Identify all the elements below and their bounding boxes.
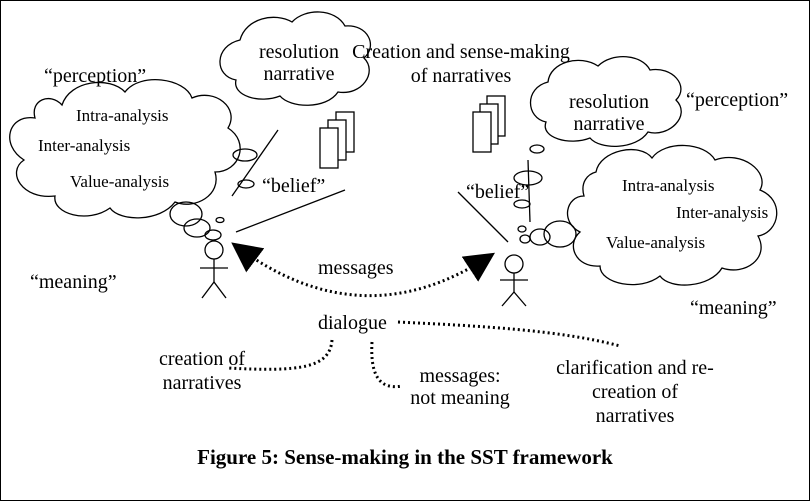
left-divider-line-1	[231, 129, 279, 197]
right-document-1	[472, 111, 492, 153]
right-resolution-label-1: resolution	[569, 91, 649, 113]
right-intra-analysis: Intra-analysis	[622, 176, 715, 195]
figure-caption: Figure 5: Sense-making in the SST framew…	[197, 445, 613, 469]
messages-arrow	[231, 242, 496, 298]
right-resolution-label-2: narrative	[573, 113, 645, 135]
right-resolution-cloud	[530, 55, 682, 148]
left-perception-label: “perception”	[44, 65, 147, 87]
right-divider-line-2	[527, 159, 531, 223]
right-meaning-label: “meaning”	[690, 297, 777, 319]
left-thought-bubble-5	[237, 179, 255, 189]
right-perception-label: “perception”	[686, 89, 789, 111]
right-thought-bubble-7	[529, 144, 545, 154]
right-stick-figure	[500, 254, 528, 307]
left-resolution-cloud	[219, 11, 372, 106]
title-line-1: Creation and sense-making	[352, 41, 570, 63]
creation-label-2: narratives	[162, 372, 242, 394]
messages-label: messages	[318, 257, 394, 279]
clarification-label-1: clarification and re-	[556, 357, 714, 379]
clarification-label-3: narratives	[595, 405, 675, 427]
right-divider-line-1	[457, 191, 509, 243]
left-thought-bubble-2	[183, 218, 211, 238]
creation-label-1: creation of	[158, 348, 246, 370]
left-meaning-label: “meaning”	[30, 271, 117, 293]
left-document-1	[319, 127, 339, 169]
left-resolution-label-2: narrative	[263, 63, 335, 85]
curve-clarification	[397, 320, 621, 348]
left-thought-bubble-1	[169, 201, 203, 227]
right-inter-analysis: Inter-analysis	[676, 203, 769, 222]
messages-not-meaning-1: messages:	[419, 365, 501, 387]
left-thought-bubble-4	[232, 148, 258, 162]
right-thought-bubble-1	[543, 220, 577, 248]
clarification-label-2: creation of	[591, 381, 679, 403]
title-line-2: of narratives	[410, 65, 512, 87]
right-thought-bubble-2	[529, 228, 551, 246]
left-value-analysis: Value-analysis	[70, 172, 170, 191]
dialogue-label: dialogue	[318, 312, 387, 334]
right-thought-bubble-3	[519, 234, 531, 244]
left-intra-analysis: Intra-analysis	[76, 106, 169, 125]
curve-creation	[227, 339, 334, 371]
left-thought-bubble-3	[204, 229, 222, 241]
curve-messages	[370, 341, 403, 389]
left-belief-label: “belief”	[262, 175, 326, 197]
left-thought-bubble-6	[215, 216, 225, 224]
right-thought-bubble-4	[517, 225, 527, 233]
left-resolution-label-1: resolution	[259, 41, 339, 63]
left-inter-analysis: Inter-analysis	[38, 136, 131, 155]
messages-not-meaning-2: not meaning	[410, 387, 510, 409]
left-stick-figure	[200, 240, 228, 299]
right-value-analysis: Value-analysis	[606, 233, 706, 252]
left-analysis-cloud	[9, 79, 241, 219]
right-belief-label: “belief”	[466, 181, 530, 203]
left-divider-line-2	[235, 189, 346, 233]
